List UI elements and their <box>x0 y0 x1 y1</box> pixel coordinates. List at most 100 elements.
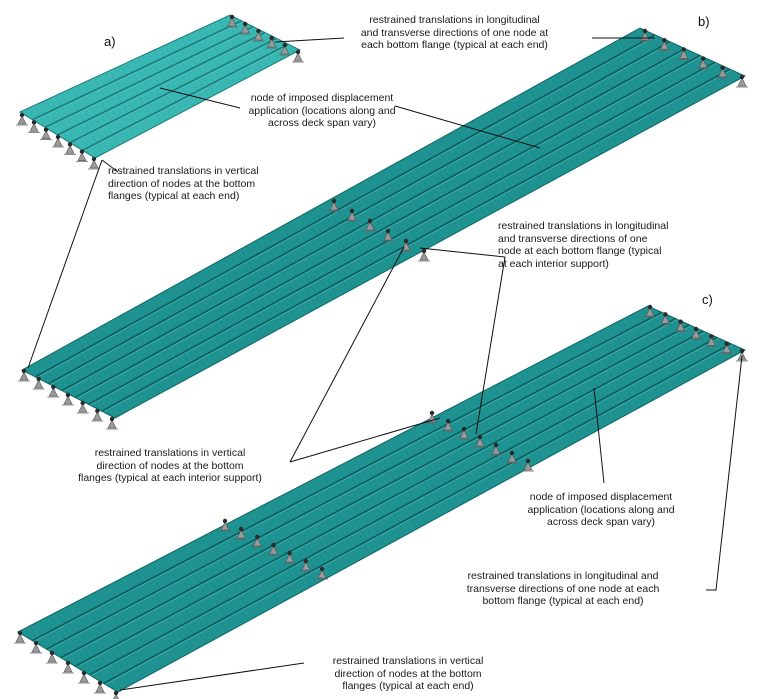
support-icon <box>506 450 518 464</box>
leader-c-bottom <box>119 662 305 691</box>
support-icon <box>252 28 265 42</box>
girder-line <box>74 330 704 667</box>
deck-b-girder-lines <box>34 34 732 413</box>
support-icon <box>690 326 702 340</box>
support-icon <box>316 566 328 580</box>
support-icon <box>677 47 690 60</box>
support-icon <box>76 149 88 163</box>
support-icon <box>91 408 104 422</box>
support-icon <box>226 14 238 28</box>
support-icon <box>490 442 502 456</box>
girder-line <box>57 31 266 136</box>
annotation-c-mid: node of imposed displacement application… <box>527 491 675 528</box>
girder-line <box>88 61 716 405</box>
panel-label-a: a) <box>104 34 116 49</box>
girder-line <box>44 25 254 129</box>
deck-a-supports <box>16 14 304 170</box>
support-icon <box>76 400 89 414</box>
girder-line <box>74 54 701 399</box>
girder-highlight <box>90 338 719 677</box>
support-icon <box>40 127 52 141</box>
girder-line <box>31 311 663 642</box>
leader-b-mid <box>394 105 541 149</box>
deck-a-girder-lines <box>32 20 290 152</box>
support-icon <box>28 120 40 133</box>
girder-highlight <box>33 313 664 642</box>
girder-highlight <box>83 44 290 152</box>
girder-line <box>82 43 289 152</box>
girder-line <box>69 37 278 144</box>
deck-c <box>14 304 748 699</box>
girder-line <box>48 41 671 385</box>
girder-line <box>46 317 677 650</box>
support-icon <box>364 218 376 232</box>
support-icon <box>522 458 534 472</box>
annotation-c-right: restrained translations in longitudinal … <box>466 570 660 607</box>
leader-bc-vert-2 <box>289 417 441 463</box>
support-icon <box>659 312 672 325</box>
deck-b-supports <box>18 28 748 430</box>
support-icon <box>382 228 394 242</box>
support-icon <box>418 248 430 262</box>
girder-line <box>60 324 690 659</box>
girder-highlight <box>105 344 733 685</box>
support-icon <box>299 558 312 572</box>
support-icon <box>46 650 58 664</box>
support-icon <box>62 392 74 406</box>
support-icon <box>88 156 100 170</box>
leader-b-int-2 <box>475 256 506 435</box>
girder-highlight <box>36 35 657 379</box>
leader-b-int-1 <box>419 247 506 258</box>
annotation-b-interior: restrained translations in longitudinal … <box>498 220 669 270</box>
girder-highlight <box>76 331 706 668</box>
leader-a-to-b <box>27 159 103 369</box>
annotation-bc-vertical: restrained translations in vertical dire… <box>78 447 262 484</box>
support-icon <box>106 416 118 430</box>
girder-highlight <box>62 325 692 659</box>
support-icon <box>278 42 291 56</box>
support-icon <box>219 518 231 532</box>
support-icon <box>720 341 733 355</box>
support-icon <box>346 208 358 222</box>
support-icon <box>78 670 90 684</box>
annotation-a-left: restrained translations in vertical dire… <box>108 165 259 202</box>
annotation-a-mid: node of imposed displacement application… <box>248 92 396 129</box>
leader-lines <box>27 37 743 691</box>
annotation-a-top: restrained translations in longitudinal … <box>360 14 549 51</box>
support-icon <box>18 368 30 382</box>
support-icon <box>14 630 26 644</box>
support-icon <box>47 384 60 398</box>
support-icon <box>32 376 45 390</box>
support-icon <box>113 690 119 699</box>
girder-highlight <box>46 27 255 129</box>
support-icon <box>251 534 264 548</box>
leader-c-mid <box>593 387 605 484</box>
girder-highlight <box>47 319 678 651</box>
support-icon <box>644 304 656 318</box>
support-icon <box>267 542 280 556</box>
support-icon <box>328 198 340 212</box>
girder-highlight <box>58 33 267 137</box>
support-icon <box>674 319 687 333</box>
girder-line <box>89 336 718 676</box>
girder-line <box>61 47 686 392</box>
support-icon <box>239 21 252 35</box>
support-icon <box>94 680 106 694</box>
girder-line <box>34 34 656 378</box>
girder-highlight <box>89 63 717 406</box>
deck-a <box>16 14 304 170</box>
leader-a-top <box>274 37 345 43</box>
support-icon <box>30 640 42 654</box>
support-icon <box>52 134 64 148</box>
support-icon <box>283 550 296 564</box>
support-icon <box>458 426 470 440</box>
deck-c-girder-lines <box>31 311 733 685</box>
support-icon <box>64 142 76 155</box>
girder-highlight <box>76 56 702 399</box>
support-icon <box>265 35 278 49</box>
support-icon <box>292 49 304 63</box>
support-icon <box>697 56 710 69</box>
support-icon <box>716 65 729 79</box>
deck-c-supports <box>14 304 748 699</box>
